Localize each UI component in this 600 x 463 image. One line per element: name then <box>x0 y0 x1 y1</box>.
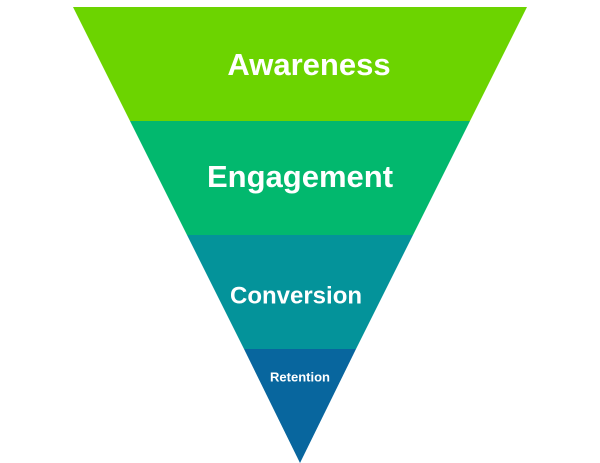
funnel-stage-label-conversion: Conversion <box>230 282 362 309</box>
funnel-stage-awareness <box>73 7 527 121</box>
funnel-stage-label-awareness: Awareness <box>227 47 390 82</box>
funnel-stage-conversion <box>187 235 413 349</box>
funnel-stage-engagement <box>130 121 470 235</box>
funnel-stage-label-engagement: Engagement <box>207 159 393 194</box>
funnel-stage-label-retention: Retention <box>270 369 330 384</box>
funnel-stage-retention <box>244 349 356 463</box>
